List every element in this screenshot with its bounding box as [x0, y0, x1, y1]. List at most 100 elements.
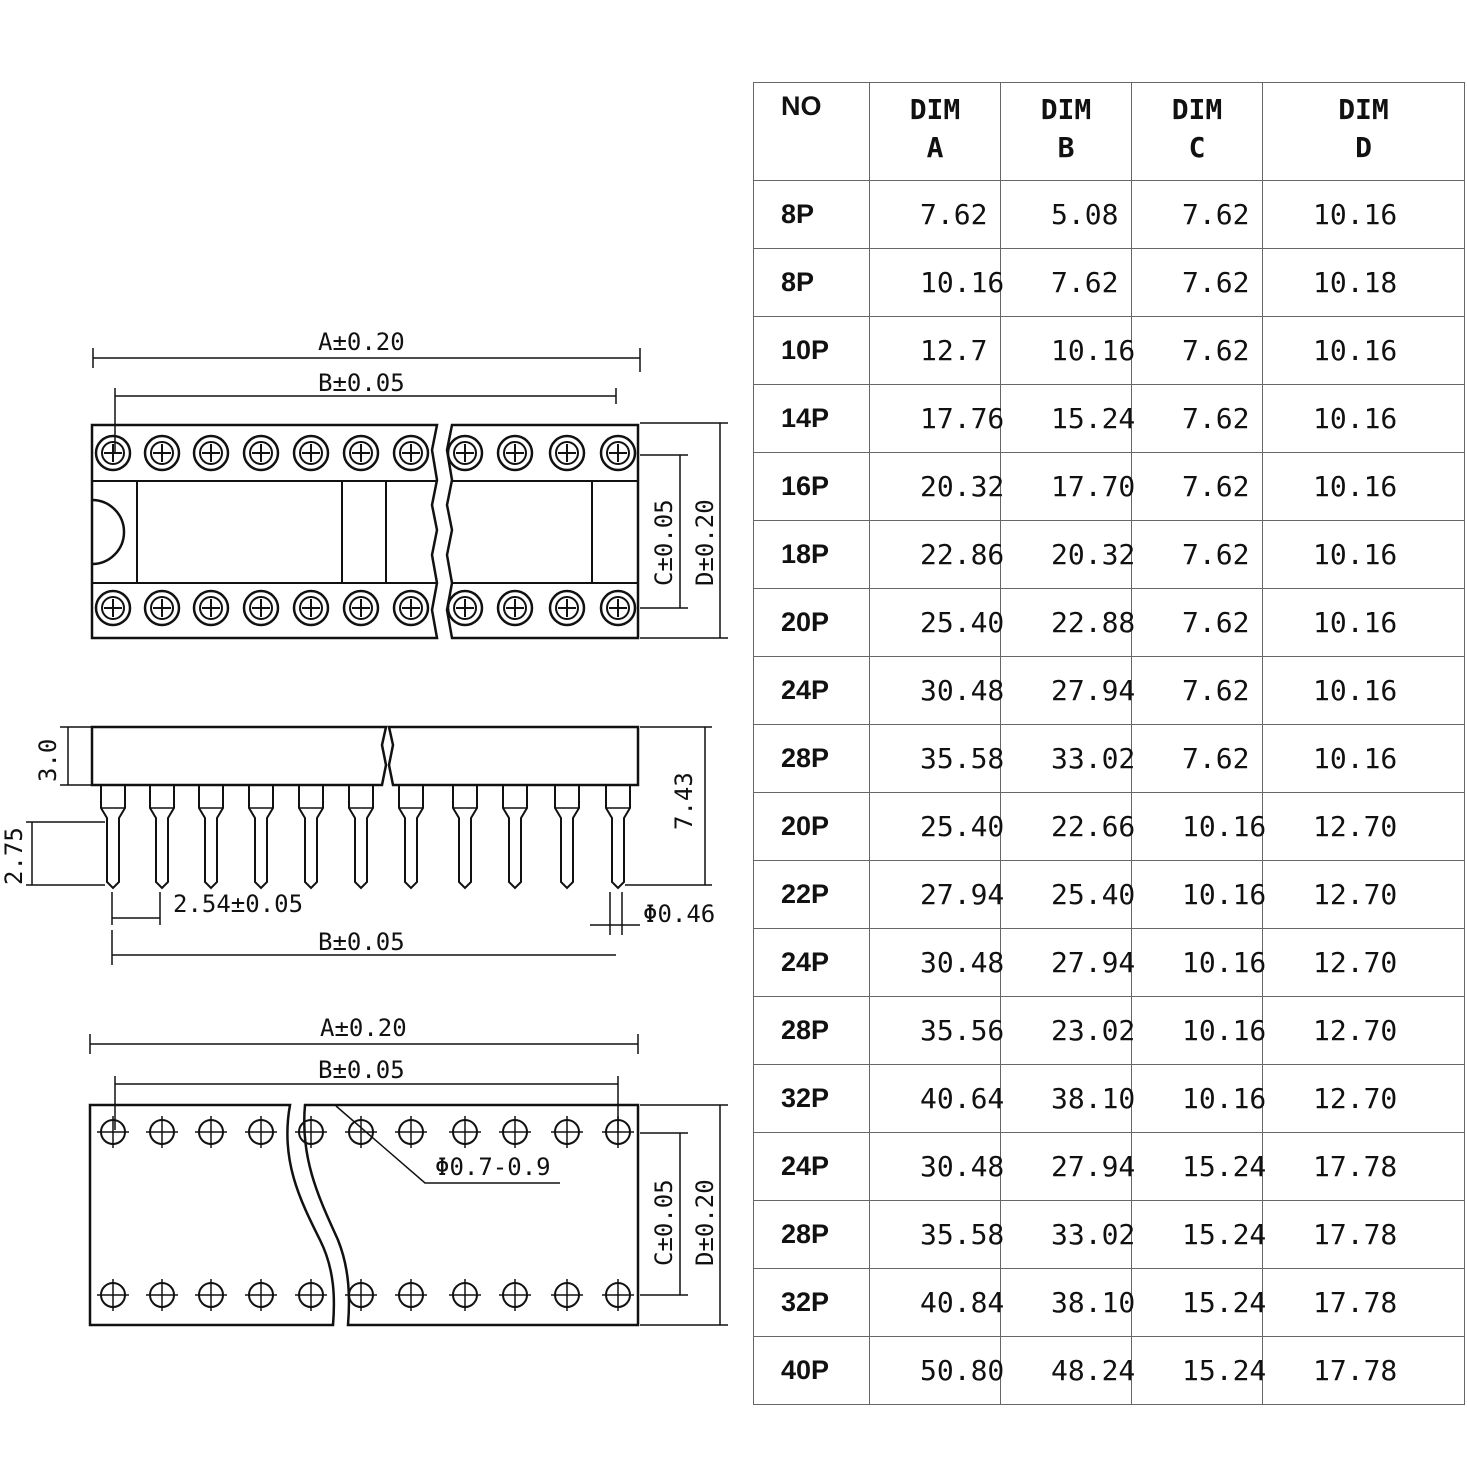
socket-pin-icon — [242, 434, 280, 472]
cell-dim: 33.02 — [1000, 724, 1135, 793]
cell-dim: 7.62 — [1131, 384, 1263, 453]
cell-dim: 38.10 — [1000, 1064, 1135, 1133]
pcb-view: A±0.20 B±0.05 Φ0.7-0.9 C±0.05 D±0.20 — [88, 1014, 728, 1327]
cell-dim: 22.86 — [869, 520, 1004, 589]
pcb-hole-icon — [245, 1116, 277, 1148]
header-no: NO — [753, 82, 870, 181]
cell-dim: 10.16 — [1262, 724, 1465, 793]
pcb-hole-icon — [499, 1279, 531, 1311]
cell-dim: 10.16 — [1262, 316, 1465, 385]
cell-dim: 33.02 — [1000, 1200, 1135, 1269]
cell-dim: 30.48 — [869, 1132, 1004, 1201]
pcb-hole-icon — [97, 1116, 129, 1148]
cell-no: 24P — [753, 656, 870, 725]
side-view-pins — [100, 785, 631, 890]
cell-dim: 12.70 — [1262, 792, 1465, 861]
pcb-hole-icon — [551, 1279, 583, 1311]
socket-pin-icon — [599, 589, 637, 627]
cell-dim: 7.62 — [1131, 316, 1263, 385]
side-body-height-label: 3.0 — [34, 739, 62, 782]
cell-no: 8P — [753, 180, 870, 249]
pcb-dim-d-label: D±0.20 — [691, 1179, 719, 1266]
cell-dim: 25.40 — [869, 588, 1004, 657]
cell-dim: 17.76 — [869, 384, 1004, 453]
pcb-hole-icon — [245, 1279, 277, 1311]
socket-pin-icon — [496, 434, 534, 472]
pcb-hole-icon — [295, 1116, 327, 1148]
cell-dim: 17.78 — [1262, 1336, 1465, 1405]
socket-pin-icon — [548, 589, 586, 627]
pcb-hole-icon — [146, 1279, 178, 1311]
cell-dim: 10.16 — [1131, 928, 1266, 997]
cell-dim: 12.7 — [869, 316, 1001, 385]
cell-no: 32P — [753, 1064, 870, 1133]
socket-pin-icon — [342, 434, 380, 472]
cell-dim: 30.48 — [869, 928, 1004, 997]
cell-no: 14P — [753, 384, 870, 453]
socket-pin-icon — [392, 589, 430, 627]
socket-leg — [605, 785, 631, 890]
cell-dim: 40.64 — [869, 1064, 1004, 1133]
socket-pin-icon — [292, 589, 330, 627]
pcb-hole-icon — [97, 1279, 129, 1311]
cell-dim: 48.24 — [1000, 1336, 1135, 1405]
side-total-height-label: 7.43 — [670, 772, 698, 830]
cell-dim: 10.16 — [1262, 520, 1465, 589]
cell-dim: 25.40 — [1000, 860, 1135, 929]
cell-dim: 7.62 — [1131, 520, 1263, 589]
socket-pin-icon — [599, 434, 637, 472]
cell-dim: 10.16 — [1262, 384, 1465, 453]
cell-no: 32P — [753, 1268, 870, 1337]
top-view-pins — [94, 434, 637, 627]
cell-no: 8P — [753, 248, 870, 317]
socket-leg — [502, 785, 528, 890]
cell-dim: 17.70 — [1000, 452, 1135, 521]
pcb-hole-icon — [195, 1279, 227, 1311]
cell-dim: 22.66 — [1000, 792, 1135, 861]
cell-dim: 7.62 — [1131, 248, 1263, 317]
cell-dim: 38.10 — [1000, 1268, 1135, 1337]
cell-dim: 10.16 — [1000, 316, 1135, 385]
socket-pin-icon — [242, 589, 280, 627]
pcb-hole-icon — [449, 1116, 481, 1148]
socket-pin-icon — [192, 589, 230, 627]
cell-no: 28P — [753, 1200, 870, 1269]
pcb-dim-b-label: B±0.05 — [318, 1056, 405, 1084]
pcb-hole-icon — [395, 1116, 427, 1148]
socket-leg — [348, 785, 374, 890]
side-dim-b-label: B±0.05 — [318, 928, 405, 956]
cell-dim: 15.24 — [1000, 384, 1135, 453]
socket-pin-icon — [94, 589, 132, 627]
cell-dim: 27.94 — [1000, 1132, 1135, 1201]
cell-dim: 12.70 — [1262, 1064, 1465, 1133]
pcb-hole-icon — [449, 1279, 481, 1311]
socket-pin-icon — [496, 589, 534, 627]
cell-dim: 7.62 — [1131, 724, 1263, 793]
socket-leg — [398, 785, 424, 890]
socket-leg — [298, 785, 324, 890]
socket-drawing: A±0.20 B±0.05 C±0.05 D±0.20 — [0, 328, 728, 1327]
cell-dim: 50.80 — [869, 1336, 1004, 1405]
pcb-dim-c-label: C±0.05 — [650, 1179, 678, 1266]
cell-dim: 10.18 — [1262, 248, 1465, 317]
cell-no: 22P — [753, 860, 870, 929]
cell-no: 16P — [753, 452, 870, 521]
pin1-notch — [91, 498, 126, 566]
cell-no: 24P — [753, 928, 870, 997]
socket-leg — [198, 785, 224, 890]
